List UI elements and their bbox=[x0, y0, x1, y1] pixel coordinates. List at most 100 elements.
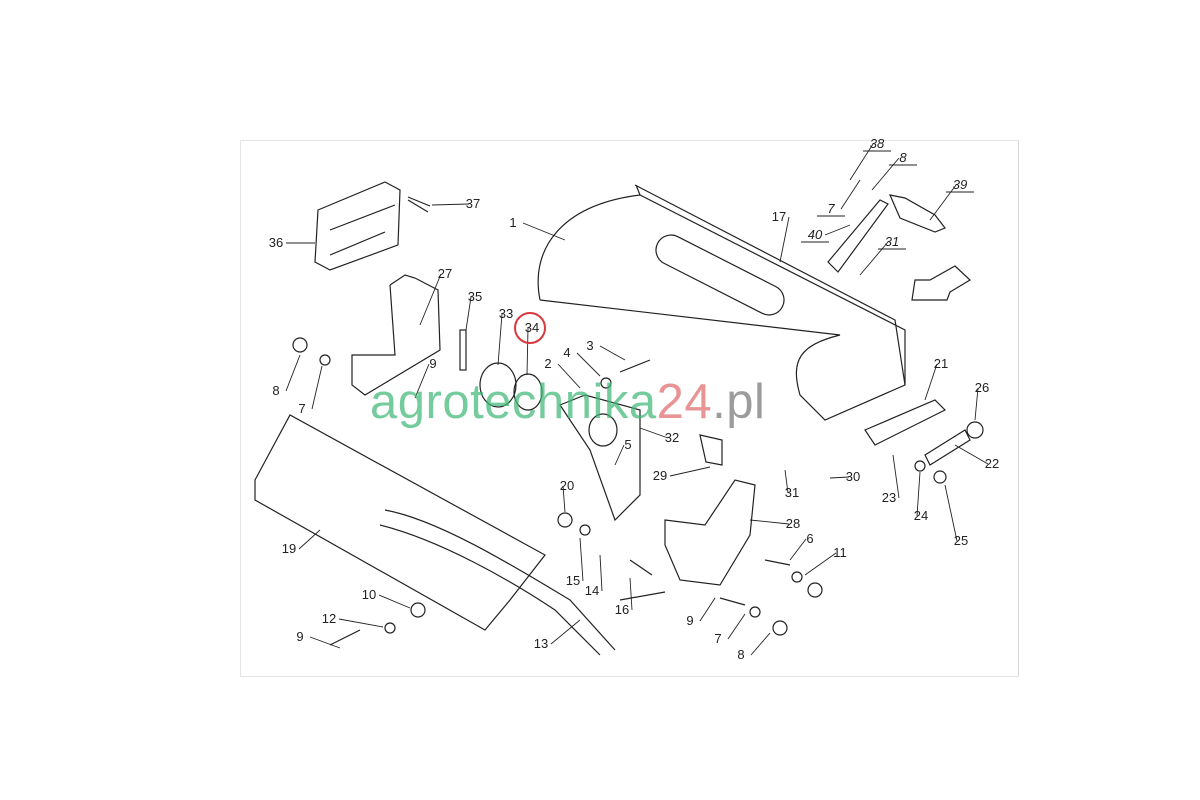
leader-line bbox=[639, 427, 669, 439]
part-label-19: 19 bbox=[282, 541, 296, 556]
nut bbox=[557, 512, 573, 528]
leader-line bbox=[824, 224, 851, 236]
leader-line bbox=[954, 444, 989, 465]
leader-line bbox=[431, 203, 470, 206]
part-label-7: 7 bbox=[714, 631, 721, 646]
leader-line bbox=[829, 476, 850, 479]
part-19-plate bbox=[254, 414, 546, 631]
part-label-30: 30 bbox=[846, 469, 860, 484]
part-label-28: 28 bbox=[786, 516, 800, 531]
diagram-frame bbox=[240, 140, 1019, 677]
part-21-plate bbox=[864, 399, 947, 446]
washer bbox=[319, 354, 331, 366]
leader-line bbox=[298, 529, 321, 550]
leader-line bbox=[784, 469, 789, 494]
part-label-13: 13 bbox=[534, 636, 548, 651]
leader-line bbox=[338, 618, 384, 628]
part-label-40: 40 bbox=[808, 227, 823, 242]
leader-line bbox=[892, 454, 900, 499]
watermark-part1: agrotechnika bbox=[370, 375, 657, 429]
part-label-34: 34 bbox=[525, 320, 539, 335]
leader-line bbox=[419, 273, 442, 326]
leader-line bbox=[916, 471, 921, 517]
watermark: agrotechnika24.pl bbox=[370, 378, 765, 427]
leader-line bbox=[849, 143, 874, 181]
part-label-10: 10 bbox=[362, 587, 376, 602]
leader-line bbox=[699, 597, 716, 622]
part-label-9: 9 bbox=[686, 613, 693, 628]
part-label-25: 25 bbox=[954, 533, 968, 548]
part-label-27: 27 bbox=[438, 266, 452, 281]
part-1-cover bbox=[537, 194, 906, 421]
leader-line bbox=[378, 594, 411, 609]
highlight-circle-34 bbox=[514, 312, 546, 344]
nut bbox=[807, 582, 823, 598]
part-36-bracket bbox=[314, 181, 401, 271]
nut bbox=[292, 337, 308, 353]
part-label-15: 15 bbox=[566, 573, 580, 588]
nut bbox=[772, 620, 788, 636]
part-label-14: 14 bbox=[585, 583, 599, 598]
part-label-5: 5 bbox=[624, 437, 631, 452]
arm-hole bbox=[588, 413, 618, 447]
leader-line bbox=[727, 613, 746, 640]
leader-line bbox=[750, 632, 771, 656]
leader-line bbox=[550, 619, 581, 645]
washer bbox=[384, 622, 396, 634]
part-label-8: 8 bbox=[899, 150, 907, 165]
part-label-31: 31 bbox=[885, 234, 899, 249]
part-label-20: 20 bbox=[560, 478, 574, 493]
part-5-arm bbox=[559, 394, 641, 522]
part-label-16: 16 bbox=[615, 602, 629, 617]
part-label-39: 39 bbox=[953, 177, 967, 192]
leader-line bbox=[497, 313, 503, 366]
part-label-8: 8 bbox=[272, 383, 279, 398]
part-label-24: 24 bbox=[914, 508, 928, 523]
washer bbox=[914, 460, 926, 472]
leader-line bbox=[629, 577, 633, 611]
part-label-33: 33 bbox=[499, 306, 513, 321]
part-label-36: 36 bbox=[269, 235, 283, 250]
part-label-29: 29 bbox=[653, 468, 667, 483]
nut bbox=[410, 602, 426, 618]
bolt bbox=[329, 359, 791, 646]
leader-line bbox=[465, 296, 472, 331]
parts-drawing bbox=[254, 181, 984, 656]
part-label-7: 7 bbox=[298, 401, 305, 416]
part-label-11: 11 bbox=[833, 545, 847, 560]
part-22-spring bbox=[924, 429, 971, 466]
part-label-9: 9 bbox=[296, 629, 303, 644]
part-label-3: 3 bbox=[586, 338, 593, 353]
washer bbox=[579, 524, 591, 536]
part-label-38: 38 bbox=[870, 136, 885, 151]
leader-line bbox=[576, 352, 601, 377]
leader-line bbox=[526, 327, 529, 376]
leader-line bbox=[522, 222, 566, 241]
leader-line bbox=[309, 636, 341, 649]
leader-line bbox=[871, 157, 900, 191]
part-label-8: 8 bbox=[737, 647, 744, 662]
part-28-bracket bbox=[664, 479, 756, 586]
part-37-bolt bbox=[407, 196, 431, 213]
tube-end bbox=[619, 591, 666, 601]
leader-line bbox=[557, 363, 581, 389]
part-26-ball bbox=[966, 421, 984, 439]
part-label-17: 17 bbox=[772, 209, 786, 224]
leader-line bbox=[749, 519, 790, 525]
leader-line bbox=[974, 387, 979, 421]
direction-arrow-icon bbox=[911, 265, 971, 301]
leader-line bbox=[311, 365, 323, 410]
part-34-ring bbox=[513, 373, 543, 411]
leader-line bbox=[929, 184, 957, 221]
part-label-12: 12 bbox=[322, 611, 336, 626]
washer bbox=[600, 377, 612, 389]
part-label-35: 35 bbox=[468, 289, 482, 304]
part-label-32: 32 bbox=[665, 430, 679, 445]
part-13-tube bbox=[379, 509, 616, 656]
leader-line bbox=[599, 554, 603, 592]
part-17-flap bbox=[634, 184, 906, 386]
part-29-clip bbox=[699, 434, 723, 466]
washer bbox=[749, 606, 761, 618]
cover-slot bbox=[655, 234, 785, 316]
